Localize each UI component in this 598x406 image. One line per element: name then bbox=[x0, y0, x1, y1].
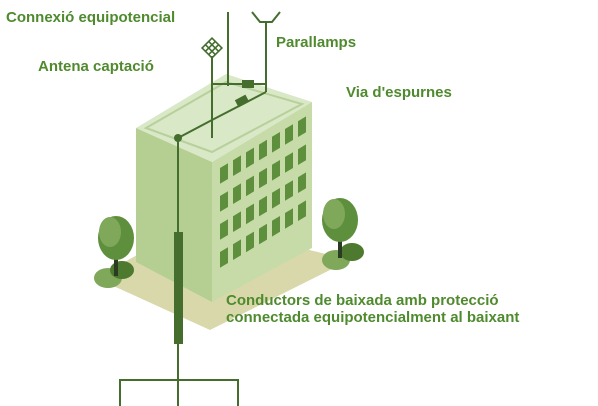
down-conductor-protection bbox=[174, 232, 183, 344]
building-window bbox=[246, 147, 254, 169]
building-window bbox=[233, 155, 241, 176]
building-window bbox=[285, 152, 293, 173]
window-grid bbox=[220, 116, 306, 268]
roof-conductor bbox=[212, 83, 267, 92]
building-window bbox=[298, 200, 306, 221]
building-window bbox=[285, 180, 293, 201]
building-window bbox=[220, 219, 228, 240]
down-conductors-label-line1: Conductors de baixada amb protecció bbox=[226, 292, 499, 309]
left-tree bbox=[94, 216, 134, 288]
building-window bbox=[272, 132, 280, 153]
building-window bbox=[220, 247, 228, 268]
building-window bbox=[259, 139, 267, 161]
building-window bbox=[233, 239, 241, 260]
building-window bbox=[298, 172, 306, 193]
building-window bbox=[298, 116, 306, 137]
building-window bbox=[259, 223, 267, 245]
receiving-antenna-label: Antena captació bbox=[38, 58, 154, 75]
building-window bbox=[246, 231, 254, 253]
building-window bbox=[285, 208, 293, 229]
building-window bbox=[298, 144, 306, 165]
building-window bbox=[233, 183, 241, 204]
building-front-wall bbox=[136, 128, 212, 302]
building-window bbox=[220, 163, 228, 184]
down-conductors-label-line2: connectada equipotencialment al baixant bbox=[226, 309, 520, 326]
building-window bbox=[272, 160, 280, 181]
equipotential-bond-box bbox=[242, 80, 254, 88]
antenna-icon bbox=[200, 36, 224, 60]
spark-gap-device bbox=[234, 94, 250, 108]
building-window bbox=[246, 175, 254, 197]
building-window bbox=[259, 195, 267, 217]
building-window bbox=[233, 211, 241, 232]
building-window bbox=[220, 191, 228, 212]
building-window bbox=[272, 216, 280, 237]
spark-gap-label: Via d'espurnes bbox=[346, 84, 452, 101]
conductor-junction bbox=[174, 134, 182, 142]
earth-electrode bbox=[119, 379, 239, 406]
building-window bbox=[285, 124, 293, 145]
building-window bbox=[246, 203, 254, 225]
building-window bbox=[259, 167, 267, 189]
lightning-rod-tip bbox=[251, 11, 281, 23]
building-window bbox=[272, 188, 280, 209]
lightning-rod-label: Parallamps bbox=[276, 34, 357, 51]
down-conductors-label: Conductors de baixada amb protecció conn… bbox=[226, 292, 519, 326]
right-tree bbox=[322, 198, 364, 270]
equipotential-connection-label: Connexió equipotencial bbox=[6, 9, 176, 26]
